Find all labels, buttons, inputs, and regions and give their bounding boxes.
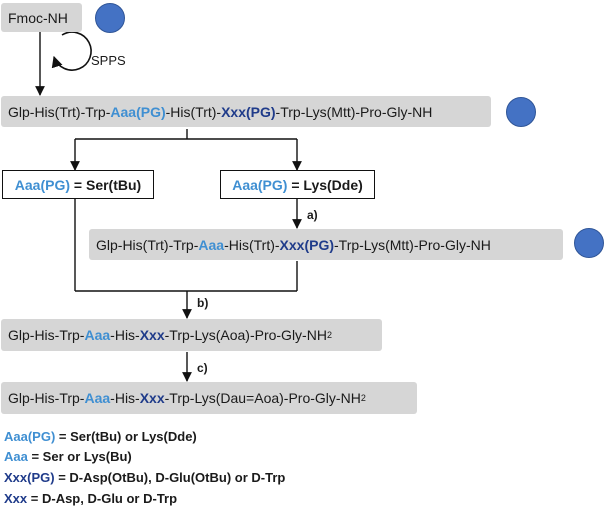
- seq2-aaa: Aaa: [198, 236, 225, 253]
- branch-left-box: Aaa(PG) = Ser(tBu): [2, 170, 154, 199]
- legend-3-d3: D: [251, 470, 261, 485]
- legend-4-key: Xxx: [4, 491, 28, 506]
- legend-3-p3: -Glu(OtBu) or: [164, 470, 252, 485]
- sequence-1-box: Glp-His(Trt)-Trp-Aaa(PG)-His(Trt)-Xxx(PG…: [1, 96, 491, 127]
- branch-right-var: Aaa(PG): [232, 176, 288, 193]
- seq2-c: -Trp-Lys(Mtt)-Pro-Gly-NH: [334, 236, 491, 253]
- seq4-b: -His-: [110, 390, 140, 406]
- seq3-c: -Trp-Lys(Aoa)-Pro-Gly-NH: [164, 327, 327, 343]
- seq3-subscript: 2: [326, 330, 332, 340]
- spps-cycle-arrow: [51, 31, 92, 71]
- seq3-b: -His-: [110, 327, 140, 343]
- resin-bead-icon: [95, 3, 125, 33]
- legend-2-key: Aaa: [4, 449, 28, 464]
- legend-3-key: Xxx(PG): [4, 470, 55, 485]
- seq2-a: Glp-His(Trt)-Trp-: [96, 236, 199, 253]
- seq2-xxx: Xxx(PG): [279, 236, 334, 253]
- seq4-aaa: Aaa: [84, 390, 111, 406]
- seq1-b: -His(Trt)-: [165, 103, 222, 120]
- legend-4-p4: -Trp: [152, 491, 178, 506]
- resin-bead-icon: [574, 228, 604, 258]
- legend-line-2: Aaa = Ser or Lys(Bu): [4, 449, 132, 464]
- step-b-label: b): [197, 296, 209, 310]
- branch-left-var: Aaa(PG): [14, 176, 71, 193]
- branch-left-val: Ser(tBu): [85, 176, 142, 193]
- seq1-aaa: Aaa(PG): [110, 103, 166, 120]
- seq3-xxx: Xxx: [139, 327, 165, 343]
- legend-3-d1: D: [69, 470, 79, 485]
- start-box: Fmoc-NH: [1, 3, 82, 32]
- legend-line-4: Xxx = D-Asp, D-Glu or D-Trp: [4, 491, 177, 506]
- legend-4-p1: =: [27, 491, 42, 506]
- sequence-4-box: Glp-His-Trp-Aaa-His-Xxx-Trp-Lys(Dau=Aoa)…: [1, 382, 417, 414]
- legend-4-d1: D: [41, 491, 52, 506]
- spps-label: SPPS: [91, 53, 126, 68]
- legend-line-3: Xxx(PG) = D-Asp(OtBu), D-Glu(OtBu) or D-…: [4, 470, 285, 485]
- start-label: Fmoc-NH: [8, 9, 68, 26]
- sequence-2-box: Glp-His(Trt)-Trp-Aaa-His(Trt)-Xxx(PG)-Tr…: [89, 229, 563, 260]
- legend-4-d2: D: [87, 491, 97, 506]
- legend-1-key: Aaa(PG): [4, 429, 56, 444]
- seq4-subscript: 2: [360, 393, 366, 403]
- seq4-a: Glp-His-Trp-: [8, 390, 85, 406]
- legend-3-p4: -Trp: [260, 470, 286, 485]
- seq1-c: -Trp-Lys(Mtt)-Pro-Gly-NH: [275, 103, 433, 120]
- step-c-label: c): [197, 361, 208, 375]
- seq3-a: Glp-His-Trp-: [8, 327, 85, 343]
- branch-right-eq: =: [287, 176, 304, 193]
- legend-3-p2: -Asp(OtBu),: [78, 470, 156, 485]
- legend-4-p2: -Asp,: [51, 491, 88, 506]
- branch-left-eq: =: [70, 176, 86, 193]
- seq4-xxx: Xxx: [139, 390, 165, 406]
- sequence-3-box: Glp-His-Trp-Aaa-His-Xxx-Trp-Lys(Aoa)-Pro…: [1, 319, 382, 351]
- legend-4-p3: -Glu or: [96, 491, 144, 506]
- legend-2-text: = Ser or Lys(Bu): [27, 449, 132, 464]
- seq1-a: Glp-His(Trt)-Trp-: [8, 103, 111, 120]
- seq3-aaa: Aaa: [84, 327, 111, 343]
- seq4-c: -Trp-Lys(Dau=Aoa)-Pro-Gly-NH: [164, 390, 361, 406]
- resin-bead-icon: [506, 97, 536, 127]
- step-a-label: a): [307, 208, 318, 222]
- legend-4-d3: D: [143, 491, 153, 506]
- seq1-xxx: Xxx(PG): [221, 103, 276, 120]
- branch-right-val: Lys(Dde): [303, 176, 363, 193]
- seq2-b: -His(Trt)-: [224, 236, 280, 253]
- legend-3-d2: D: [155, 470, 165, 485]
- branch-right-box: Aaa(PG) = Lys(Dde): [220, 170, 375, 199]
- legend-1-text: = Ser(tBu) or Lys(Dde): [55, 429, 197, 444]
- legend-line-1: Aaa(PG) = Ser(tBu) or Lys(Dde): [4, 429, 197, 444]
- legend-3-p1: =: [54, 470, 70, 485]
